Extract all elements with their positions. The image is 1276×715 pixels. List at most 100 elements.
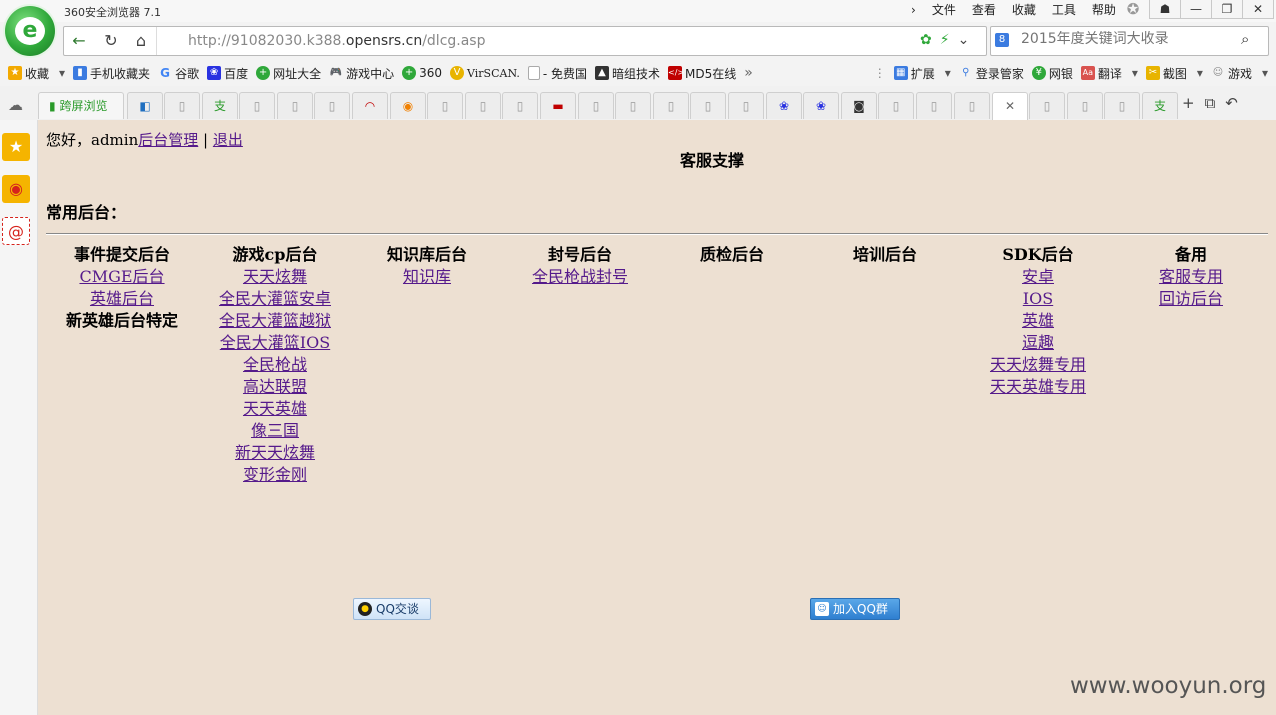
- logout-link[interactable]: 退出: [212, 131, 243, 149]
- bookmark-360[interactable]: +360: [402, 66, 442, 80]
- menu-tools[interactable]: 工具: [1051, 3, 1076, 17]
- search-engine-icon[interactable]: 8: [995, 33, 1009, 47]
- link-backup[interactable]: 客服专用: [1158, 267, 1223, 286]
- tab[interactable]: ◙: [841, 92, 877, 119]
- dropdown-chevron-icon[interactable]: ⌄: [957, 32, 970, 48]
- skin-icon[interactable]: ☗: [1149, 0, 1181, 19]
- tab[interactable]: ▯: [502, 92, 538, 119]
- tab[interactable]: ▯: [277, 92, 313, 119]
- speed-mode-icon[interactable]: ⚡: [939, 32, 950, 48]
- link-ban[interactable]: 全民枪战封号: [531, 267, 628, 286]
- secure-icon[interactable]: ✿: [920, 32, 932, 48]
- back-arrow-icon[interactable]: ←: [72, 31, 86, 50]
- menu-file[interactable]: 文件: [931, 3, 956, 17]
- link-game[interactable]: 天天炫舞: [242, 267, 307, 286]
- tab[interactable]: ▯: [653, 92, 689, 119]
- tab[interactable]: ❀: [803, 92, 839, 119]
- close-icon[interactable]: ✕: [1004, 99, 1016, 113]
- tab[interactable]: ◠: [352, 92, 388, 119]
- tab[interactable]: ❀: [766, 92, 802, 119]
- bookmark-wangzhi[interactable]: +网址大全: [256, 65, 321, 82]
- tab[interactable]: ▯: [1104, 92, 1140, 119]
- link-game[interactable]: 全民大灌篮安卓: [218, 289, 331, 308]
- link-game[interactable]: 像三国: [250, 421, 299, 440]
- menu-chevron-icon[interactable]: ›: [911, 3, 916, 17]
- menu-view[interactable]: 查看: [971, 3, 996, 17]
- bookmark-game[interactable]: ☺游戏▾: [1211, 65, 1276, 82]
- qq-chat-button[interactable]: ●QQ交谈: [353, 598, 431, 620]
- tab[interactable]: ▯: [1067, 92, 1103, 119]
- link-knowledge[interactable]: 知识库: [402, 267, 451, 286]
- link-sdk[interactable]: 安卓: [1021, 267, 1054, 286]
- link-game[interactable]: 高达联盟: [242, 377, 307, 396]
- tab[interactable]: ▯: [916, 92, 952, 119]
- search-icon[interactable]: ⌕: [1241, 30, 1250, 48]
- link-game[interactable]: 天天英雄: [242, 399, 307, 418]
- chevron-down-icon[interactable]: ▾: [944, 66, 951, 80]
- tab[interactable]: ◧: [127, 92, 163, 119]
- tab[interactable]: ▯: [239, 92, 275, 119]
- bookmark-free[interactable]: - 免费国: [527, 65, 587, 82]
- bookmark-bank[interactable]: ¥网银: [1031, 65, 1073, 82]
- tab-active[interactable]: ✕: [992, 92, 1028, 120]
- tab-cross-screen[interactable]: ▮ 跨屏浏览: [38, 92, 124, 119]
- bookmark-games[interactable]: 🎮游戏中心: [329, 65, 394, 82]
- link-game[interactable]: 全民大灌篮IOS: [219, 333, 331, 352]
- chevron-down-icon[interactable]: ▾: [1131, 66, 1138, 80]
- menu-help[interactable]: 帮助: [1091, 3, 1116, 17]
- bookmark-md5[interactable]: </>MD5在线: [668, 65, 736, 82]
- favorites-star-icon[interactable]: ★: [2, 133, 30, 161]
- url-box[interactable]: ← ↻ ⌂ http://91082030.k388.opensrs.cn/dl…: [63, 26, 987, 56]
- link-game[interactable]: 全民枪战: [242, 355, 307, 374]
- search-input[interactable]: [1021, 31, 1231, 47]
- link-hero[interactable]: 英雄后台: [89, 289, 154, 308]
- cloud-icon[interactable]: ☁: [8, 96, 23, 114]
- menu-favorites[interactable]: 收藏: [1011, 3, 1036, 17]
- tab[interactable]: ▯: [954, 92, 990, 119]
- tab[interactable]: 支: [202, 92, 238, 119]
- minimize-button[interactable]: —: [1180, 0, 1212, 19]
- bookmark-anzu[interactable]: ▲暗组技术: [595, 65, 660, 82]
- tab-list-icon[interactable]: ⧉: [1204, 94, 1216, 112]
- search-box[interactable]: 8 ⌕: [990, 26, 1269, 56]
- mail-icon[interactable]: @: [2, 217, 30, 245]
- bookmark-login[interactable]: ⚲登录管家: [959, 65, 1024, 82]
- link-sdk[interactable]: IOS: [1022, 289, 1054, 308]
- bookmark-phone[interactable]: ▮手机收藏夹: [73, 65, 150, 82]
- medal-icon[interactable]: ✪: [1126, 0, 1140, 18]
- link-sdk[interactable]: 天天英雄专用: [989, 377, 1086, 396]
- link-sdk[interactable]: 逗趣: [1021, 333, 1054, 352]
- tab[interactable]: ▯: [878, 92, 914, 119]
- more-bookmarks-icon[interactable]: »: [744, 65, 753, 81]
- tab[interactable]: ▯: [728, 92, 764, 119]
- tab[interactable]: ▯: [465, 92, 501, 119]
- tab[interactable]: ▯: [1029, 92, 1065, 119]
- link-sdk[interactable]: 英雄: [1021, 311, 1054, 330]
- tab[interactable]: ◉: [390, 92, 426, 119]
- bookmark-baidu[interactable]: ❀百度: [207, 65, 248, 82]
- new-tab-icon[interactable]: +: [1182, 94, 1195, 112]
- link-sdk[interactable]: 天天炫舞专用: [989, 355, 1086, 374]
- tab[interactable]: 支: [1142, 92, 1178, 119]
- home-icon[interactable]: ⌂: [135, 31, 147, 50]
- bookmark-extension[interactable]: ▦扩展▾: [893, 65, 951, 82]
- url-input[interactable]: http://91082030.k388.opensrs.cn/dlcg.asp: [188, 33, 486, 49]
- chevron-down-icon[interactable]: ▾: [1196, 66, 1203, 80]
- link-game[interactable]: 变形金刚: [242, 465, 307, 484]
- tab[interactable]: ▬: [540, 92, 576, 119]
- maximize-button[interactable]: ❐: [1211, 0, 1243, 19]
- weibo-icon[interactable]: ◉: [2, 175, 30, 203]
- qq-group-button[interactable]: ☺加入QQ群: [810, 598, 900, 620]
- close-window-button[interactable]: ✕: [1242, 0, 1274, 19]
- bookmark-favorites[interactable]: ★收藏▾: [8, 65, 65, 82]
- tab[interactable]: ▯: [690, 92, 726, 119]
- undo-close-icon[interactable]: ↶: [1225, 94, 1238, 112]
- refresh-icon[interactable]: ↻: [104, 31, 118, 50]
- chevron-down-icon[interactable]: ▾: [1261, 66, 1268, 80]
- link-backup[interactable]: 回访后台: [1158, 289, 1223, 308]
- tab[interactable]: ▯: [314, 92, 350, 119]
- tab[interactable]: ▯: [427, 92, 463, 119]
- link-game[interactable]: 全民大灌篮越狱: [218, 311, 331, 330]
